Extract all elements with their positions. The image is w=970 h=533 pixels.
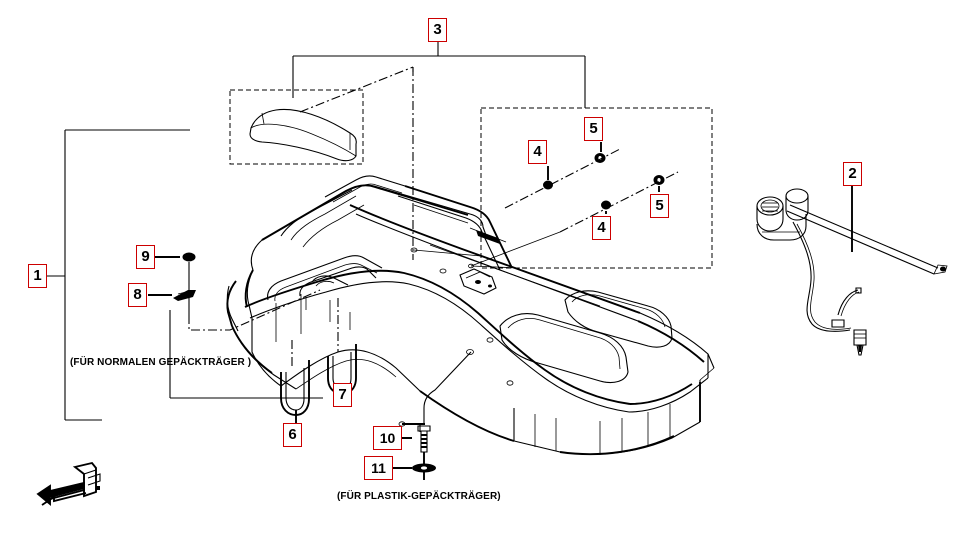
callout-1-bracket bbox=[47, 129, 190, 421]
axis-4a-5a bbox=[504, 148, 621, 209]
mount-bracket-8 bbox=[148, 290, 196, 301]
backrest-pad bbox=[249, 108, 357, 162]
callout-4b[interactable]: 4 bbox=[592, 216, 611, 240]
note-normal-carrier: (FÜR NORMALEN GEPÄCKTRÄGER ) bbox=[70, 357, 252, 368]
callout-3[interactable]: 3 bbox=[428, 18, 447, 42]
callout-11[interactable]: 11 bbox=[364, 456, 393, 480]
callout-9[interactable]: 9 bbox=[136, 245, 155, 269]
backrest-pad-detail-box bbox=[229, 89, 364, 165]
screw-10 bbox=[393, 423, 431, 453]
callout-4a[interactable]: 4 bbox=[528, 140, 547, 164]
callout-10[interactable]: 10 bbox=[373, 426, 402, 450]
callout-5b[interactable]: 5 bbox=[650, 194, 669, 218]
pad-leader-line bbox=[299, 66, 414, 113]
callout-1[interactable]: 1 bbox=[28, 264, 47, 288]
callout-5a[interactable]: 5 bbox=[584, 117, 603, 141]
screw-attach-leader bbox=[423, 351, 472, 424]
front-direction-arrow bbox=[36, 461, 101, 507]
hardware-detail-box bbox=[480, 107, 713, 269]
callout-6[interactable]: 6 bbox=[283, 423, 302, 447]
bracket-leader-lines bbox=[169, 281, 323, 399]
top-case-body bbox=[226, 175, 715, 456]
washer-11 bbox=[393, 452, 436, 480]
axis-4b-5b bbox=[559, 171, 679, 233]
rivet-4a bbox=[543, 166, 553, 190]
callout-8[interactable]: 8 bbox=[128, 283, 147, 307]
callout-7[interactable]: 7 bbox=[333, 383, 352, 407]
note-plastic-carrier: (FÜR PLASTIK-GEPÄCKTRÄGER) bbox=[337, 491, 501, 502]
callout-2[interactable]: 2 bbox=[843, 162, 862, 186]
callout-3-bracket bbox=[292, 42, 586, 108]
nut-9 bbox=[155, 252, 196, 281]
lock-cylinder-cable-key bbox=[756, 186, 948, 356]
